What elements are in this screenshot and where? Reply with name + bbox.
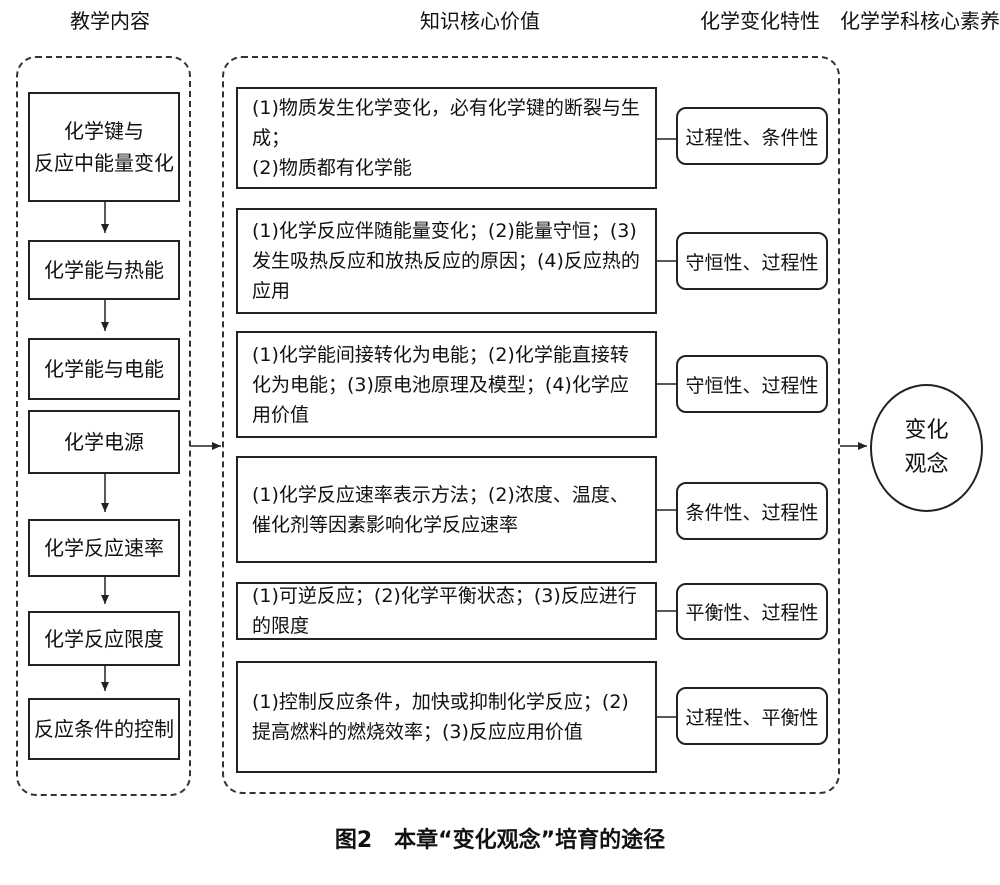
topic-box-6: 化学反应限度 (28, 611, 180, 666)
characteristic-box-1: 过程性、条件性 (676, 107, 828, 165)
knowledge-box-4: (1)化学反应速率表示方法；(2)浓度、温度、催化剂等因素影响化学反应速率 (236, 456, 657, 563)
content-group-frame (16, 56, 191, 796)
topic-box-5: 化学反应速率 (28, 519, 180, 577)
knowledge-box-1: (1)物质发生化学变化，必有化学键的断裂与生成； (2)物质都有化学能 (236, 87, 657, 189)
header-change-characteristics: 化学变化特性 (700, 9, 820, 33)
characteristic-box-4: 条件性、过程性 (676, 482, 828, 540)
characteristic-box-6: 过程性、平衡性 (676, 687, 828, 745)
figure-caption: 图2 本章“变化观念”培育的途径 (334, 828, 666, 853)
topic-box-1: 化学键与 反应中能量变化 (28, 92, 180, 202)
characteristic-box-2: 守恒性、过程性 (676, 232, 828, 290)
change-concept-circle: 变化 观念 (870, 384, 983, 512)
topic-box-3: 化学能与电能 (28, 338, 180, 400)
characteristic-box-3: 守恒性、过程性 (676, 355, 828, 413)
header-content: 教学内容 (70, 9, 150, 33)
knowledge-box-5: (1)可逆反应；(2)化学平衡状态；(3)反应进行的限度 (236, 582, 657, 640)
topic-box-4: 化学电源 (28, 410, 180, 474)
knowledge-group-frame (222, 56, 840, 794)
topic-box-2: 化学能与热能 (28, 240, 180, 300)
characteristic-box-5: 平衡性、过程性 (676, 583, 828, 640)
knowledge-box-3: (1)化学能间接转化为电能；(2)化学能直接转化为电能；(3)原电池原理及模型；… (236, 331, 657, 438)
header-literacy: 化学学科核心素养 (840, 9, 1000, 33)
header-knowledge: 知识核心价值 (420, 9, 540, 33)
topic-box-7: 反应条件的控制 (28, 698, 180, 760)
knowledge-box-2: (1)化学反应伴随能量变化；(2)能量守恒；(3)发生吸热反应和放热反应的原因；… (236, 208, 657, 314)
knowledge-box-6: (1)控制反应条件，加快或抑制化学反应；(2)提高燃料的燃烧效率；(3)反应应用… (236, 661, 657, 773)
